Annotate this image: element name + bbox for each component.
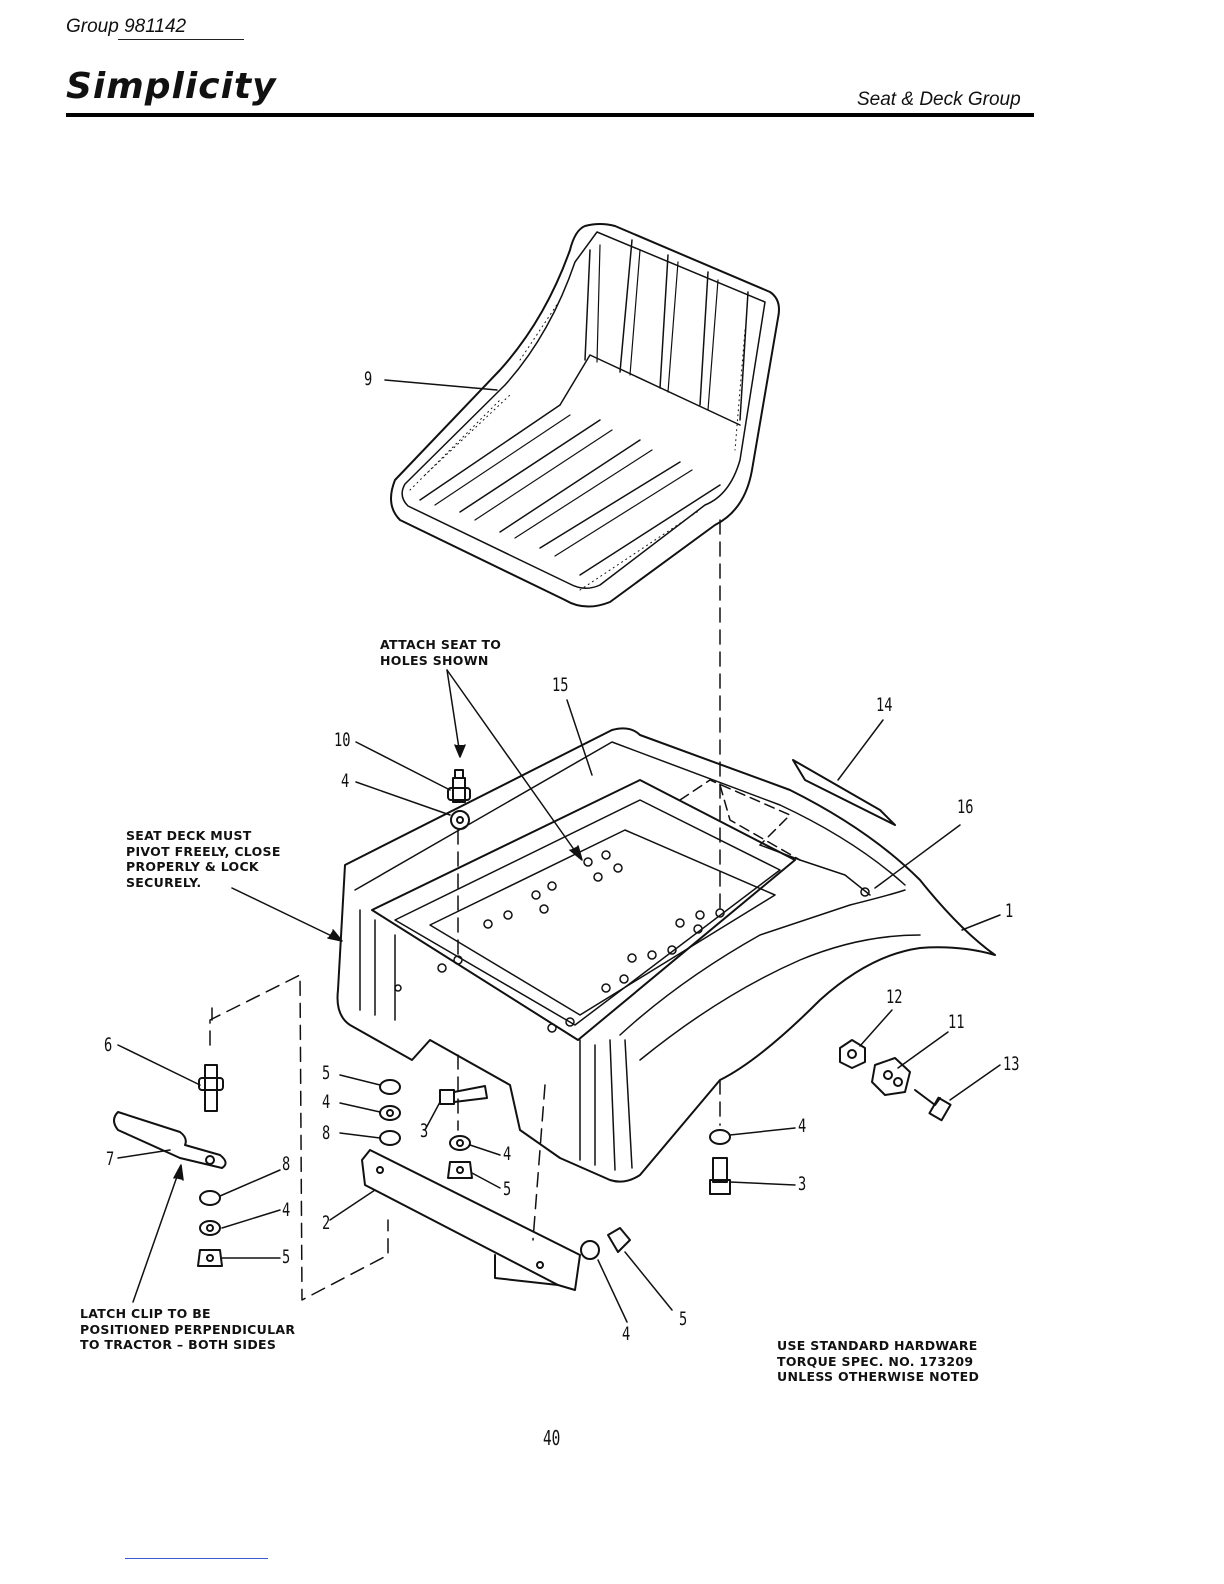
callout-15: 15 bbox=[552, 674, 569, 696]
bracket-2 bbox=[361, 1149, 581, 1291]
callout-4b: 4 bbox=[322, 1091, 331, 1113]
note-seat-deck: SEAT DECK MUST PIVOT FREELY, CLOSE PROPE… bbox=[126, 828, 281, 890]
header-rule bbox=[66, 113, 1034, 117]
callout-9: 9 bbox=[364, 368, 373, 390]
callout-8a: 8 bbox=[322, 1122, 331, 1144]
group-number: 981142 bbox=[124, 16, 187, 37]
callout-8b: 8 bbox=[282, 1153, 291, 1175]
section-title: Seat & Deck Group bbox=[857, 89, 1021, 110]
note-attach-seat: ATTACH SEAT TO HOLES SHOWN bbox=[380, 637, 502, 668]
bolt-13 bbox=[914, 1089, 952, 1122]
callout-5a: 5 bbox=[322, 1062, 331, 1084]
decal-14 bbox=[792, 759, 896, 826]
callout-3b: 3 bbox=[798, 1173, 807, 1195]
callout-10: 10 bbox=[334, 729, 351, 751]
callout-5c: 5 bbox=[282, 1246, 291, 1268]
page-number: 40 bbox=[543, 1426, 561, 1450]
latch-clip-7 bbox=[113, 1111, 227, 1169]
nut-12 bbox=[839, 1039, 866, 1069]
washer-4a bbox=[450, 810, 470, 830]
callout-4e: 4 bbox=[798, 1115, 807, 1137]
callout-11: 11 bbox=[948, 1011, 965, 1033]
washer-4f bbox=[580, 1240, 600, 1260]
callout-16: 16 bbox=[957, 796, 974, 818]
leader-lines bbox=[117, 379, 1001, 1323]
washers-center bbox=[379, 1079, 473, 1179]
callout-4a: 4 bbox=[341, 770, 350, 792]
washers-left bbox=[197, 1190, 223, 1267]
bolt-3b bbox=[709, 1157, 731, 1195]
callout-2: 2 bbox=[322, 1212, 331, 1234]
bolt-3a bbox=[439, 1085, 488, 1105]
callout-4f: 4 bbox=[622, 1323, 631, 1345]
group-underline bbox=[118, 39, 244, 40]
seat bbox=[390, 223, 780, 608]
washer-4e bbox=[709, 1129, 731, 1145]
callout-1: 1 bbox=[1005, 900, 1014, 922]
stud-10 bbox=[447, 769, 471, 803]
callout-4d: 4 bbox=[282, 1199, 291, 1221]
callout-5d: 5 bbox=[679, 1308, 688, 1330]
callout-14: 14 bbox=[876, 694, 893, 716]
nut-5d bbox=[607, 1227, 631, 1253]
brand-logo: Simplicity bbox=[66, 66, 277, 107]
group-label-text: Group bbox=[66, 16, 119, 37]
callout-7: 7 bbox=[106, 1148, 115, 1170]
group-label: Group 981142 bbox=[66, 16, 186, 38]
mounting-holes bbox=[394, 850, 870, 1033]
alignment-lines bbox=[209, 519, 721, 1301]
callout-12: 12 bbox=[886, 986, 903, 1008]
seat-deck bbox=[336, 727, 996, 1183]
callout-5b: 5 bbox=[503, 1178, 512, 1200]
callout-13: 13 bbox=[1003, 1053, 1020, 1075]
callout-3a: 3 bbox=[420, 1120, 429, 1142]
footer-rule bbox=[125, 1558, 268, 1559]
stud-6 bbox=[198, 1064, 224, 1112]
plate-11 bbox=[871, 1057, 911, 1096]
callout-6: 6 bbox=[104, 1034, 113, 1056]
callout-4c: 4 bbox=[503, 1143, 512, 1165]
note-latch-clip: LATCH CLIP TO BE POSITIONED PERPENDICULA… bbox=[80, 1306, 296, 1352]
note-hardware: USE STANDARD HARDWARE TORQUE SPEC. NO. 1… bbox=[777, 1338, 980, 1384]
note-arrows bbox=[132, 669, 583, 1303]
